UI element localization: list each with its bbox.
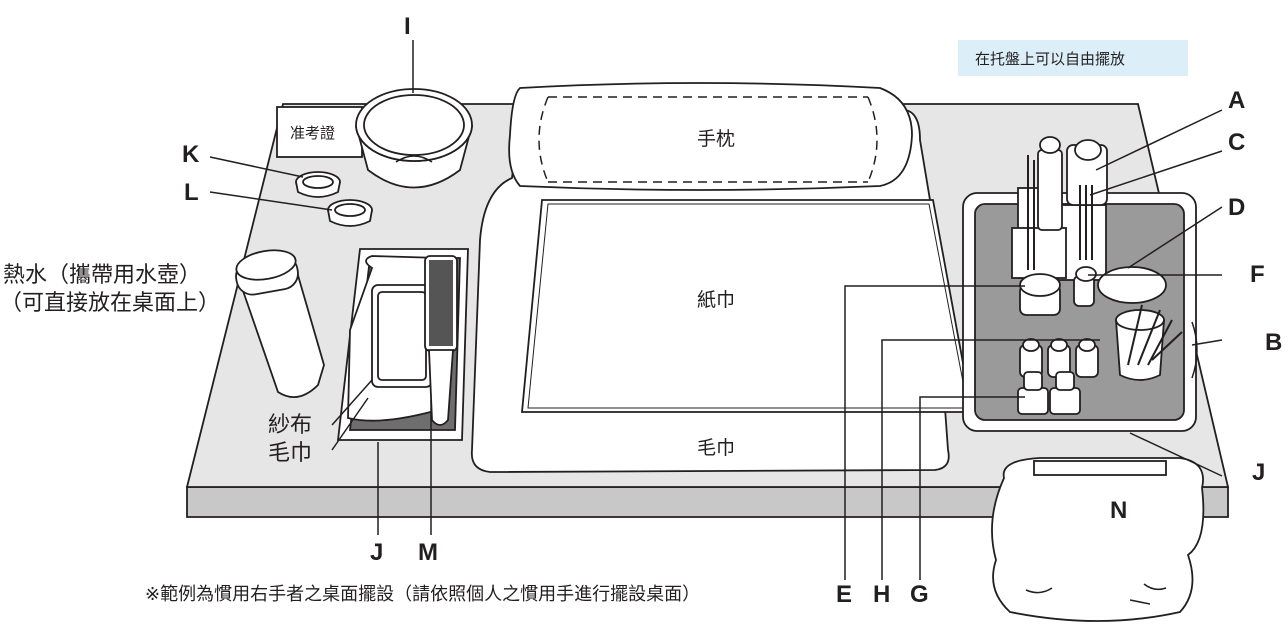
container-tall — [1011, 136, 1108, 281]
hot-water-flask — [235, 249, 325, 399]
bottles-h — [1019, 338, 1099, 378]
cup-d — [1097, 266, 1183, 381]
letter-j-left: J — [370, 539, 383, 566]
admission-ticket: 准考證 — [276, 106, 363, 158]
letter-h: H — [873, 581, 890, 608]
letter-c: C — [1228, 129, 1245, 156]
tray-j-left — [336, 248, 469, 441]
tray-note: 在托盤上可以自由擺放 — [958, 40, 1188, 76]
hot-water-label-2: （可直接放在桌面上） — [0, 291, 220, 316]
bottle-f — [1073, 266, 1097, 307]
letter-n: N — [1110, 497, 1127, 524]
letter-f: F — [1250, 261, 1265, 288]
admission-ticket-label: 准考證 — [290, 124, 335, 142]
footnote: ※範例為慣用右手者之桌面擺設（請依照個人之慣用手進行擺設桌面） — [145, 584, 700, 605]
towel-large-label: 毛巾 — [697, 437, 735, 459]
tissue-paper: 紙巾 — [521, 199, 974, 413]
letter-d: D — [1228, 194, 1245, 221]
tissue-label: 紙巾 — [697, 289, 735, 311]
letter-g: G — [910, 581, 929, 608]
letter-a: A — [1228, 87, 1245, 114]
letter-j-right: J — [1252, 459, 1265, 486]
leader-lines — [209, 40, 1223, 580]
letter-l: L — [184, 179, 199, 206]
bowl-i — [355, 88, 473, 189]
gauze-label: 紗布 — [268, 413, 312, 438]
hot-water-label-1: 熱水（攜帶用水壺） — [3, 263, 201, 288]
bottles-g — [1017, 371, 1081, 415]
cup-l — [327, 199, 373, 227]
letter-k: K — [182, 141, 200, 168]
pillow-label: 手枕 — [697, 128, 735, 150]
letter-m: M — [418, 539, 438, 566]
letter-i: I — [404, 13, 411, 40]
letter-e: E — [836, 581, 852, 608]
jar-e — [1019, 273, 1061, 316]
bottle-a — [1066, 139, 1108, 206]
brush-m — [424, 255, 458, 426]
tray-note-text: 在托盤上可以自由擺放 — [975, 50, 1125, 68]
letter-b: B — [1265, 329, 1282, 356]
towel-small-label: 毛巾 — [268, 441, 312, 466]
arm-pillow: 手枕 — [508, 82, 913, 191]
cup-k — [295, 171, 341, 198]
trash-bag-n — [991, 457, 1205, 622]
